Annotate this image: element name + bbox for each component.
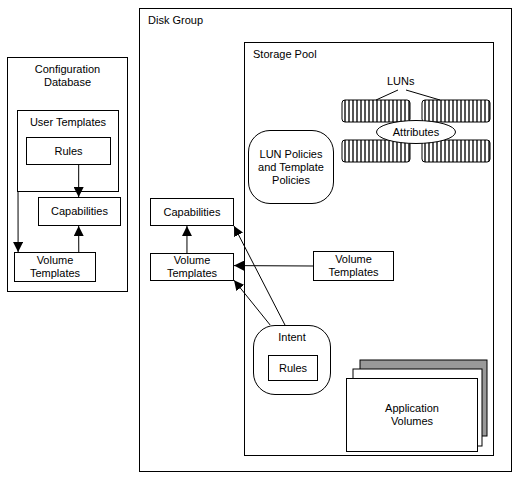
template-group: User TemplatesRules: [17, 110, 119, 192]
leader-line: [376, 90, 398, 100]
node-label: Capabilities: [51, 205, 108, 218]
node-label: Application Volumes: [372, 402, 452, 428]
lun-drums: [342, 100, 490, 162]
node-label: Rules: [279, 362, 307, 375]
part-label: LUNs: [387, 75, 415, 88]
lun-bracket: [376, 90, 440, 100]
node-label: Capabilities: [164, 206, 221, 219]
template-box: Volume Templates: [313, 251, 394, 281]
arrow-connector: [234, 265, 313, 266]
ellipse-outline: [377, 121, 456, 144]
arrow-connector: [234, 280, 270, 325]
arrow-connector: [234, 226, 285, 325]
node-label: Volume Templates: [15, 254, 95, 280]
arrow-connector: [18, 192, 19, 252]
lun-drum: [342, 140, 410, 162]
node-label: Volume Templates: [151, 254, 233, 280]
rules-box: Rules: [26, 137, 111, 165]
template-box: Volume Templates: [14, 252, 96, 282]
node-label: Rules: [54, 145, 82, 158]
attributes-ellipse: Attributes: [376, 120, 456, 144]
node-label: Attributes: [393, 126, 439, 139]
lun-drum: [422, 100, 490, 122]
volume-box: Application Volumes: [346, 378, 478, 452]
node-label: Volume Templates: [314, 253, 393, 279]
database-panel: Configuration DatabaseUser TemplatesRule…: [7, 57, 128, 292]
node-label: Storage Pool: [253, 48, 493, 61]
intent-box: IntentRules: [253, 325, 331, 395]
node-label: User Templates: [18, 116, 118, 129]
node-label: Intent: [254, 331, 330, 344]
node-label: Configuration Database: [28, 63, 108, 89]
arrow-connector: [78, 226, 79, 252]
disk-group: Disk GroupStorage PoolLUN Policies and T…: [139, 8, 512, 472]
node-label: LUN Policies and Template Policies: [253, 148, 329, 187]
rules-box: Rules: [268, 355, 318, 381]
lun-drum: [422, 140, 490, 162]
capabilities-box: Capabilities: [38, 197, 121, 226]
policy-box: LUN Policies and Template Policies: [248, 130, 334, 204]
storage-pool: Storage PoolLUN Policies and Template Po…: [244, 42, 494, 456]
arrow-connector: [186, 226, 187, 253]
leader-line: [406, 90, 440, 100]
template-box: Volume Templates: [150, 253, 234, 281]
node-label: Disk Group: [148, 14, 511, 27]
capabilities-box: Capabilities: [150, 198, 234, 226]
lun-drum: [342, 100, 410, 122]
